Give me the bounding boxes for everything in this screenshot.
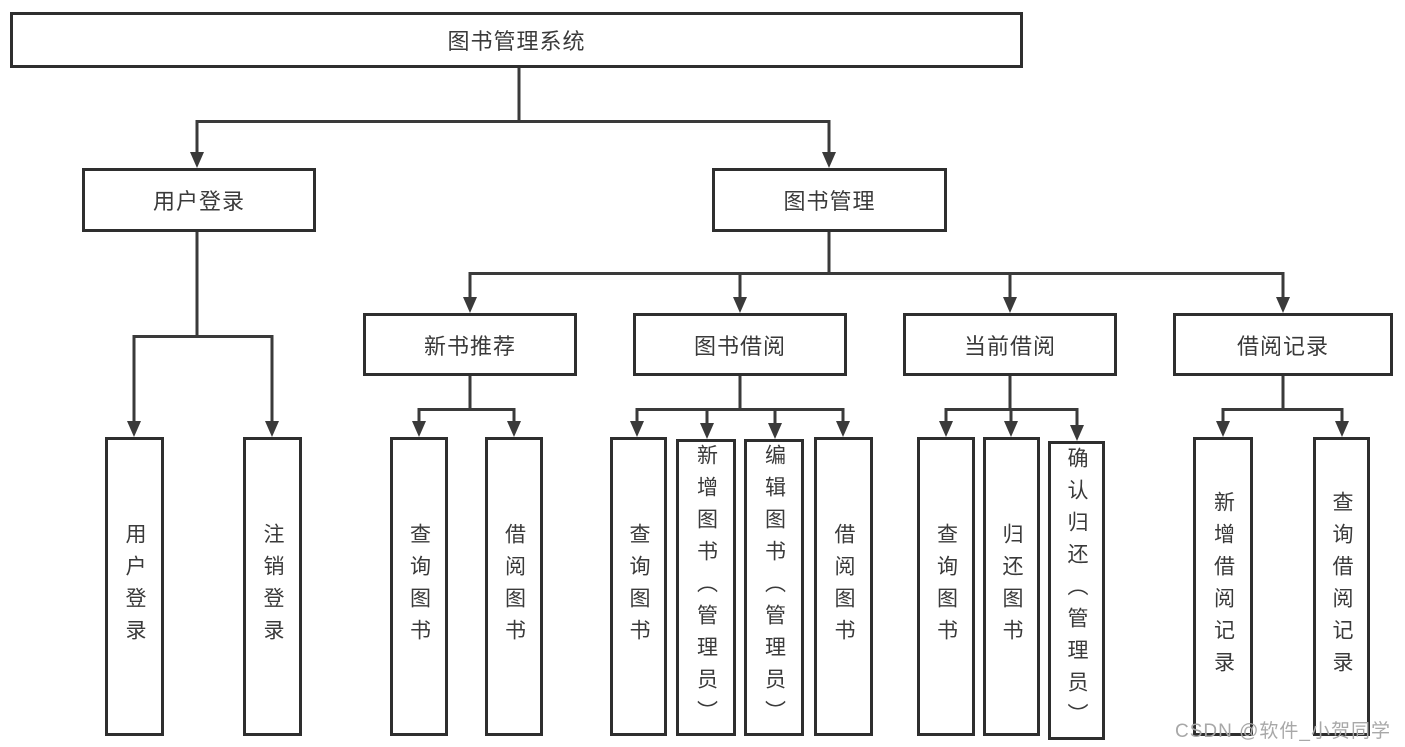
node-new-book-recommend-label: 新书推荐	[423, 333, 516, 359]
node-new-book-recommend: 新书推荐	[363, 313, 577, 376]
leaf-user-login: 用户登录	[105, 437, 164, 736]
node-user-login-label: 用户登录	[152, 189, 245, 214]
arrowhead	[733, 297, 747, 313]
leaf-return-books: 归还图书	[983, 437, 1040, 736]
connector-new-book-rail	[417, 374, 516, 424]
leaf-add-borrow-record: 新增借阅记录	[1193, 437, 1253, 736]
node-root-label: 图书管理系统	[447, 29, 586, 54]
leaf-borrow-books-label: 借阅图书	[832, 522, 855, 651]
leaf-borrow-books: 借阅图书	[814, 437, 873, 736]
arrowhead	[190, 152, 204, 168]
arrowhead	[127, 421, 141, 437]
arrowhead	[700, 423, 714, 439]
leaf-user-login-label: 用户登录	[123, 522, 146, 651]
leaf-add-book-admin-label: 新增图书（管理员）	[694, 443, 718, 732]
arrowhead	[768, 423, 782, 439]
connector-book-borrow-rail	[635, 374, 845, 426]
node-book-borrow: 图书借阅	[633, 313, 847, 376]
arrowhead	[1004, 421, 1018, 437]
leaf-query-books-borrow-label: 查询图书	[627, 522, 650, 651]
leaf-edit-book-admin: 编辑图书（管理员）	[744, 439, 804, 736]
leaf-query-books-current-label: 查询图书	[934, 522, 958, 651]
arrowhead	[1070, 425, 1084, 441]
leaf-query-books-borrow: 查询图书	[610, 437, 667, 736]
arrowhead	[463, 297, 477, 313]
leaf-logout: 注销登录	[243, 437, 302, 736]
arrowhead	[507, 421, 521, 437]
leaf-query-books-recommend: 查询图书	[390, 437, 448, 736]
csdn-watermark: CSDN @软件_小贺同学	[1175, 721, 1391, 742]
node-book-borrow-label: 图书借阅	[693, 333, 786, 359]
leaf-logout-label: 注销登录	[261, 522, 284, 651]
arrowhead	[412, 421, 426, 437]
arrowhead	[1335, 421, 1349, 437]
node-book-management-label: 图书管理	[783, 189, 876, 214]
arrowhead	[939, 421, 953, 437]
leaf-query-books-current: 查询图书	[917, 437, 975, 736]
node-borrow-records-label: 借阅记录	[1236, 333, 1329, 359]
leaf-confirm-return-admin: 确认归还（管理员）	[1048, 441, 1105, 740]
leaf-query-books-recommend-label: 查询图书	[407, 522, 431, 651]
arrowhead	[822, 152, 836, 168]
leaf-borrow-books-recommend: 借阅图书	[485, 437, 543, 736]
connector-root-rail	[195, 66, 831, 155]
arrowhead	[265, 421, 279, 437]
connector-user-login-rail	[132, 230, 274, 424]
arrowhead	[630, 421, 644, 437]
leaf-query-borrow-record-label: 查询借阅记录	[1330, 490, 1353, 683]
leaf-borrow-books-recommend-label: 借阅图书	[502, 522, 526, 651]
arrowhead	[1003, 297, 1017, 313]
node-book-management: 图书管理	[712, 168, 947, 232]
node-user-login: 用户登录	[82, 168, 316, 232]
leaf-return-books-label: 归还图书	[1000, 522, 1023, 651]
leaf-query-borrow-record: 查询借阅记录	[1313, 437, 1370, 736]
node-current-borrow: 当前借阅	[903, 313, 1117, 376]
leaf-add-book-admin: 新增图书（管理员）	[676, 439, 736, 736]
leaf-edit-book-admin-label: 编辑图书（管理员）	[762, 443, 786, 732]
arrowhead	[1216, 421, 1230, 437]
node-root: 图书管理系统	[10, 12, 1023, 68]
node-borrow-records: 借阅记录	[1173, 313, 1393, 376]
arrowhead	[836, 421, 850, 437]
connector-current-borrow-rail	[944, 374, 1079, 428]
connector-borrow-records-rail	[1221, 374, 1344, 424]
arrowhead	[1276, 297, 1290, 313]
leaf-add-borrow-record-label: 新增借阅记录	[1211, 490, 1235, 683]
node-current-borrow-label: 当前借阅	[963, 333, 1056, 359]
connector-book-mgmt-rail	[468, 230, 1285, 300]
leaf-confirm-return-admin-label: 确认归还（管理员）	[1065, 446, 1088, 735]
